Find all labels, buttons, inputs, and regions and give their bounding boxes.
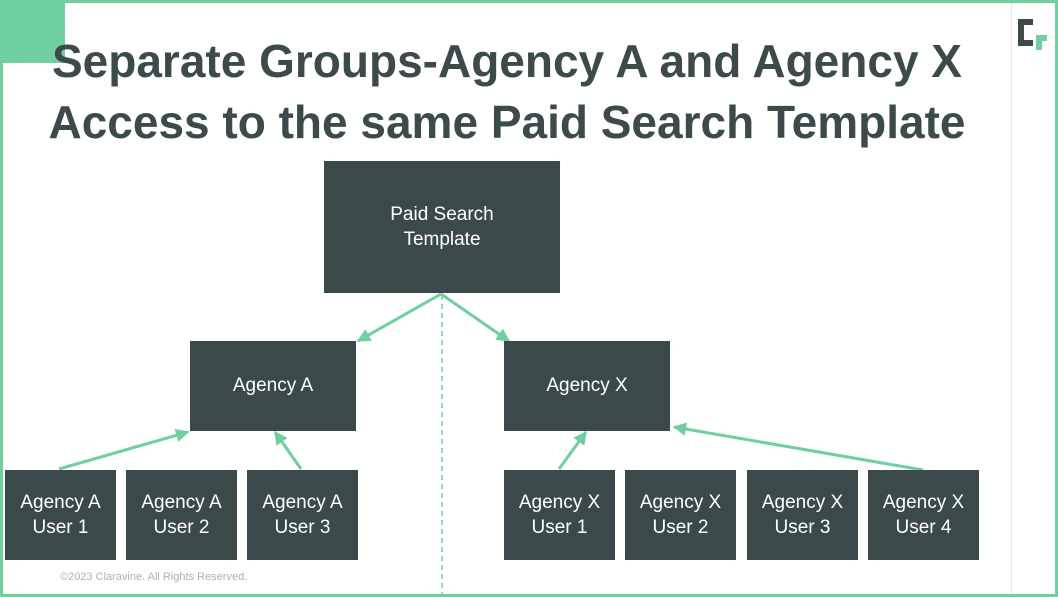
node-label: Agency X User 1 <box>518 492 601 538</box>
copyright-footer: ©2023 Claravine. All Rights Reserved. <box>60 571 248 583</box>
node-agency-a-user-3: Agency A User 3 <box>247 470 358 560</box>
node-agency-x-user-4: Agency X User 4 <box>868 470 979 560</box>
slide-title: Separate Groups-Agency A and Agency X Ac… <box>3 31 1011 153</box>
title-line-1: Separate Groups-Agency A and Agency X <box>51 35 962 87</box>
connector-x-user-1 <box>557 430 588 470</box>
node-label: Agency A User 2 <box>141 492 222 538</box>
node-label: Agency X User 3 <box>761 492 844 538</box>
node-label: Agency X User 4 <box>882 492 965 538</box>
connector-a-user-1 <box>58 428 190 471</box>
node-agency-a: Agency A <box>190 341 356 431</box>
node-agency-x-user-3: Agency X User 3 <box>747 470 858 560</box>
connector-x-user-4 <box>672 422 924 472</box>
node-agency-x: Agency X <box>504 341 670 431</box>
node-label: Agency X <box>546 375 628 396</box>
node-paid-search-template: Paid Search Template <box>324 161 560 293</box>
node-label: Agency A User 3 <box>262 492 343 538</box>
node-agency-a-user-1: Agency A User 1 <box>5 470 116 560</box>
node-agency-x-user-1: Agency X User 1 <box>504 470 615 560</box>
connector-root-agency-a <box>356 292 442 343</box>
node-label: Agency X User 2 <box>639 492 722 538</box>
claravine-logo-icon <box>1018 19 1047 50</box>
connector-root-agency-x <box>440 292 511 343</box>
title-line-2: Access to the same Paid Search Template <box>48 96 966 148</box>
corner-accent <box>3 3 65 63</box>
connector-a-user-3 <box>273 430 303 470</box>
node-agency-a-user-2: Agency A User 2 <box>126 470 237 560</box>
node-label: Agency A <box>232 375 314 396</box>
side-rule <box>1011 3 1012 594</box>
node-agency-x-user-2: Agency X User 2 <box>625 470 736 560</box>
node-label: Paid Search Template <box>390 204 494 250</box>
connectors <box>58 292 924 594</box>
node-label: Agency A User 1 <box>20 492 101 538</box>
